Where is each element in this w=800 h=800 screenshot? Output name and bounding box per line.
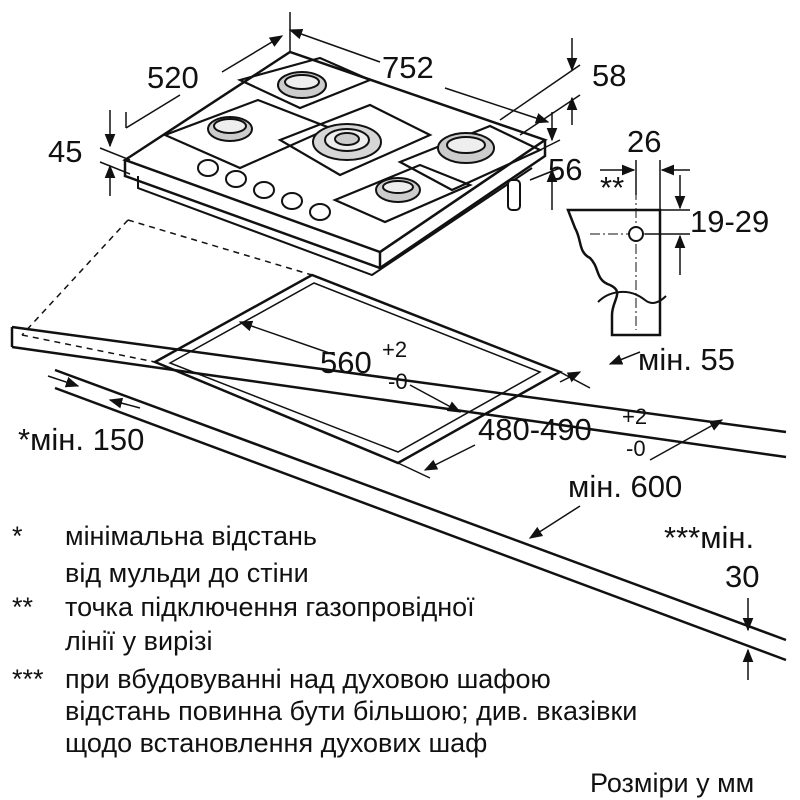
hob-height-label: 45	[48, 134, 82, 169]
notes: * мінімальна відстань від мульди до стін…	[12, 521, 637, 758]
cutout-depth-dim	[397, 371, 591, 479]
min-150-label: *мін. 150	[18, 422, 144, 457]
gas-height-label: 19-29	[690, 204, 769, 239]
gas-connection-detail	[566, 160, 690, 337]
cutout-width-tol-plus: +2	[382, 337, 407, 362]
note-3-line-3: щодо встановлення духових шаф	[65, 728, 487, 758]
cutout-width-dim	[238, 320, 462, 413]
worktop-front-edge	[54, 368, 787, 662]
knob-offset-label: 56	[548, 152, 582, 187]
note-2-line-2: лінії у вирізі	[65, 626, 213, 656]
note-2-line-1: точка підключення газопровідної	[65, 592, 475, 622]
note-1-mark: *	[12, 521, 23, 551]
min-600-label: мін. 600	[568, 469, 682, 504]
units-note: Розміри у мм	[590, 768, 754, 798]
worktop-depth-dim	[528, 419, 724, 539]
note-1-line-2: від мульди до стіни	[65, 558, 309, 588]
burners	[207, 71, 495, 203]
min-55-label: мін. 55	[638, 342, 735, 377]
worktop	[10, 325, 787, 459]
gas-marker: **	[600, 170, 624, 205]
cutout-width-label: 560	[320, 345, 372, 380]
cutout-depth-label: 480-490	[478, 412, 592, 447]
min-oven-value: 30	[725, 559, 759, 594]
note-2-mark: **	[12, 592, 34, 622]
hob-depth-label: 520	[147, 60, 199, 95]
min-55-dim	[608, 351, 641, 365]
min-150-dim	[47, 375, 141, 409]
note-1-line-1: мінімальна відстань	[65, 521, 317, 551]
control-knobs	[197, 159, 331, 221]
hob-width-label: 752	[382, 50, 434, 85]
cutout-depth-tol-plus: +2	[622, 404, 647, 429]
hob-dims	[99, 12, 581, 210]
min-oven-label: ***мін.	[664, 520, 754, 555]
note-3-mark: ***	[12, 664, 44, 694]
cutout-depth-tol-minus: -0	[626, 436, 646, 461]
cutout-width-tol-minus: -0	[388, 369, 408, 394]
hob	[122, 50, 548, 277]
note-3-line-1: при вбудовуванні над духовою шафою	[65, 664, 551, 694]
burner-height-label: 58	[592, 58, 626, 93]
note-3-line-2: відстань повинна бути більшою; див. вказ…	[65, 696, 637, 726]
gas-offset-label: 26	[627, 124, 661, 159]
